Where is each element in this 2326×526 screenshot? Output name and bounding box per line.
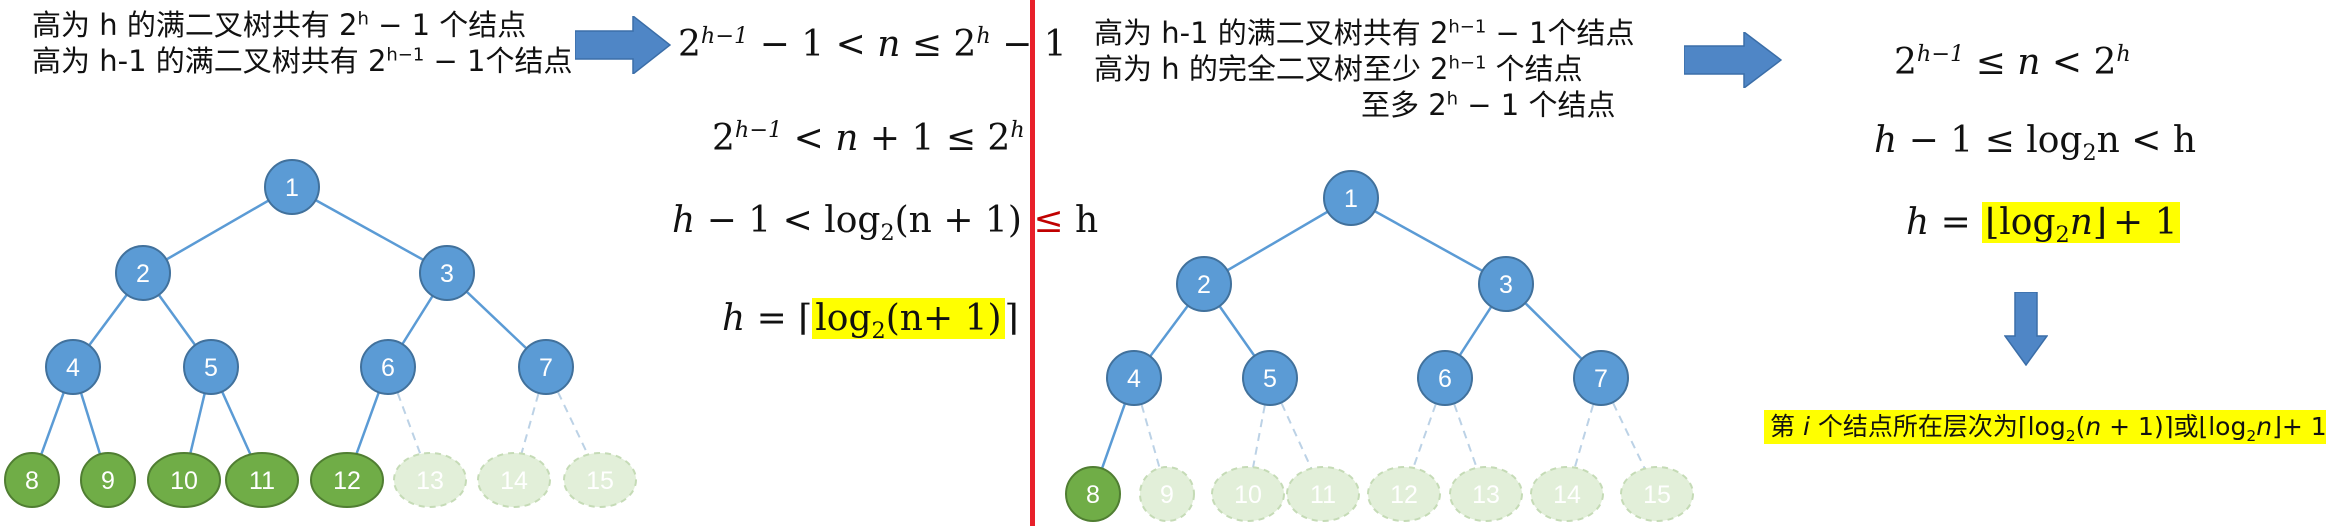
right-tree-node-9: 9 — [1139, 466, 1195, 522]
right-tree-node-label: 11 — [1310, 481, 1336, 509]
left-tree-node-label: 1 — [285, 174, 299, 202]
left-tree-node-label: 9 — [101, 467, 115, 495]
panel-divider — [1030, 0, 1035, 526]
right-tree-node-13: 13 — [1449, 466, 1523, 522]
right-tree-node-label: 5 — [1263, 365, 1277, 393]
left-tree-node-7: 7 — [518, 339, 574, 395]
left-tree-node-10: 10 — [147, 452, 221, 508]
right-tree-node-label: 2 — [1197, 271, 1211, 299]
right-tree-node-12: 12 — [1367, 466, 1441, 522]
right-inequality-2: h − 1 ≤ log2n < h — [1874, 120, 2197, 167]
right-note-complete-tree-max: 至多 2h − 1 个结点 — [1361, 88, 1616, 122]
right-tree-edge-1-2 — [1203, 196, 1352, 286]
left-note-full-tree-h: 高为 h 的满二叉树共有 2h − 1 个结点 — [32, 8, 527, 42]
left-tree-node-3: 3 — [419, 245, 475, 301]
left-tree-node-label: 5 — [204, 354, 218, 382]
right-tree-node-5: 5 — [1242, 350, 1298, 406]
left-tree-node-label: 14 — [500, 467, 528, 495]
right-tree-node-label: 1 — [1344, 185, 1358, 213]
right-tree-node-11: 11 — [1286, 466, 1360, 522]
left-tree-edge-1-3 — [291, 185, 448, 275]
right-tree-node-15: 15 — [1620, 466, 1694, 522]
right-tree-node-2: 2 — [1176, 256, 1232, 312]
left-tree-node-label: 11 — [249, 467, 275, 495]
left-tree-node-label: 15 — [586, 467, 614, 495]
right-tree-node-label: 8 — [1086, 481, 1100, 509]
left-tree-node-11: 11 — [225, 452, 299, 508]
right-tree-node-label: 4 — [1127, 365, 1141, 393]
left-tree-node-8: 8 — [4, 452, 60, 508]
left-tree-node-6: 6 — [360, 339, 416, 395]
down-arrow-icon — [2004, 292, 2048, 366]
left-inequality-2: 2h−1 < n + 1 ≤ 2h — [712, 117, 1025, 159]
left-tree-node-2: 2 — [115, 245, 171, 301]
right-tree-node-10: 10 — [1211, 466, 1285, 522]
left-tree-node-13: 13 — [393, 452, 467, 508]
right-tree-node-3: 3 — [1478, 256, 1534, 312]
left-tree-node-14: 14 — [477, 452, 551, 508]
left-inequality-3: h − 1 < log2(n + 1) ≤ h — [672, 200, 1099, 247]
right-tree-node-label: 13 — [1472, 481, 1500, 509]
right-tree-node-label: 14 — [1553, 481, 1581, 509]
right-tree-node-label: 15 — [1643, 481, 1671, 509]
right-tree-node-4: 4 — [1106, 350, 1162, 406]
right-height-formula: h = ⌊log2n⌋+ 1 — [1906, 200, 2181, 246]
left-tree-edge-1-2 — [142, 185, 293, 275]
right-tree-node-1: 1 — [1323, 170, 1379, 226]
left-inequality-1: 2h−1 − 1 < n ≤ 2h − 1 — [678, 23, 1067, 65]
right-tree-edge-1-3 — [1350, 196, 1507, 286]
left-tree-node-label: 4 — [66, 354, 80, 382]
right-tree-node-label: 7 — [1594, 365, 1608, 393]
right-arrow-icon — [1684, 32, 1782, 88]
right-height-highlight: ⌊log2n⌋ — [1982, 202, 2110, 246]
left-height-formula: h = ⌈log2(n+ 1)⌉ — [722, 298, 1019, 345]
left-tree-node-9: 9 — [80, 452, 136, 508]
left-tree-node-label: 7 — [539, 354, 553, 382]
right-tree-node-label: 3 — [1499, 271, 1513, 299]
left-panel: 高为 h 的满二叉树共有 2h − 1 个结点 高为 h-1 的满二叉树共有 2… — [0, 0, 1098, 526]
right-tree-node-label: 12 — [1390, 481, 1418, 509]
left-tree-node-5: 5 — [183, 339, 239, 395]
right-tree-node-7: 7 — [1573, 350, 1629, 406]
right-tree-node-label: 6 — [1438, 365, 1452, 393]
left-tree-node-label: 10 — [170, 467, 198, 495]
left-height-highlight: log2(n+ 1) — [812, 298, 1005, 342]
right-note-full-tree-h-minus-1: 高为 h-1 的满二叉树共有 2h−1 − 1个结点 — [1094, 16, 1635, 50]
left-tree-node-4: 4 — [45, 339, 101, 395]
right-panel: 高为 h-1 的满二叉树共有 2h−1 − 1个结点 高为 h 的完全二叉树至少… — [1036, 0, 2326, 526]
right-arrow-icon — [575, 16, 671, 74]
right-inequality-1: 2h−1 ≤ n < 2h — [1894, 41, 2131, 83]
left-tree-node-label: 2 — [136, 260, 150, 288]
right-tree-node-label: 10 — [1234, 481, 1262, 509]
right-tree-node-14: 14 — [1530, 466, 1604, 522]
left-tree-node-1: 1 — [264, 159, 320, 215]
level-of-node-caption: 第 i 个结点所在层次为⌈log2(n + 1)⌉或⌊log2n⌋+ 1 — [1764, 410, 2326, 444]
left-tree-node-12: 12 — [310, 452, 384, 508]
right-tree-node-label: 9 — [1160, 481, 1174, 509]
left-tree-node-label: 12 — [333, 467, 361, 495]
left-tree-node-label: 13 — [416, 467, 444, 495]
left-tree-node-label: 6 — [381, 354, 395, 382]
right-tree-node-6: 6 — [1417, 350, 1473, 406]
right-note-complete-tree-min: 高为 h 的完全二叉树至少 2h−1 个结点 — [1094, 52, 1583, 86]
left-note-full-tree-h-minus-1: 高为 h-1 的满二叉树共有 2h−1 − 1个结点 — [32, 44, 573, 78]
left-tree-node-label: 8 — [25, 467, 39, 495]
left-tree-node-15: 15 — [563, 452, 637, 508]
left-tree-node-label: 3 — [440, 260, 454, 288]
right-tree-node-8: 8 — [1065, 466, 1121, 522]
